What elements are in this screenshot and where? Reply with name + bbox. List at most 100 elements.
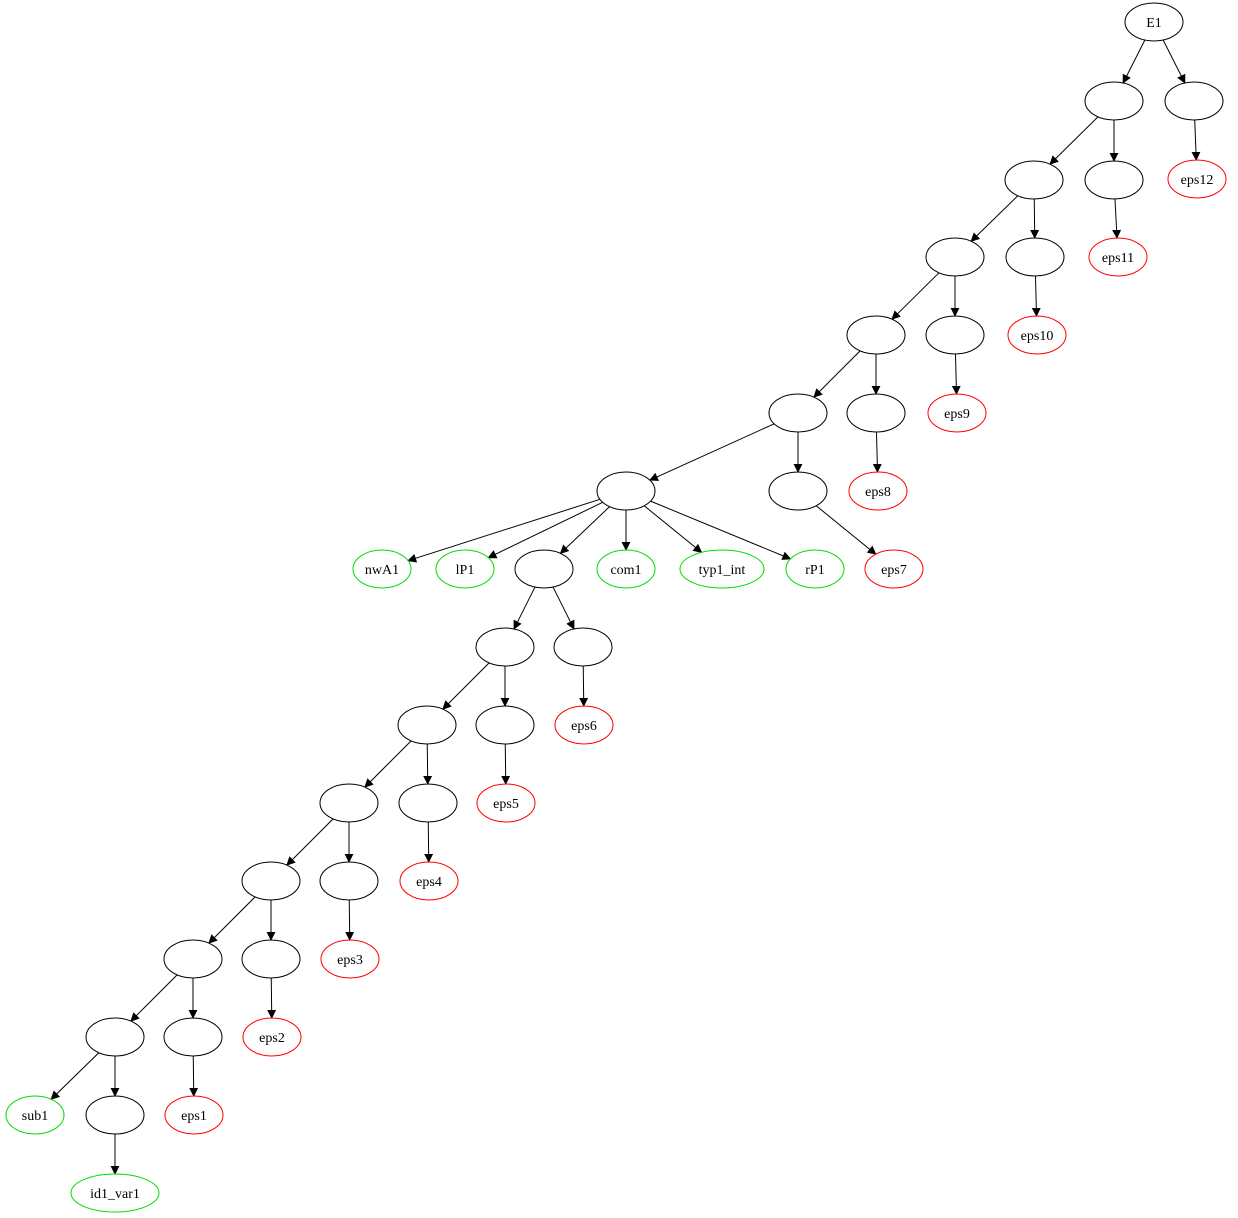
node-a6 <box>596 471 656 511</box>
node-ellipse <box>514 549 574 589</box>
node-c8 <box>85 1095 145 1135</box>
node-ellipse <box>848 471 908 511</box>
node-typ1_int: typ1_int <box>679 549 765 589</box>
node-ellipse <box>476 783 536 823</box>
node-ellipse <box>925 237 985 277</box>
node-sub1: sub1 <box>5 1095 65 1135</box>
edge-a2-b3 <box>1030 198 1040 239</box>
node-ellipse <box>352 549 412 589</box>
edge-b3-eps10 <box>1031 275 1041 317</box>
node-c2 <box>475 627 535 667</box>
node-eps12: eps12 <box>1167 159 1227 199</box>
edge-c1-c2 <box>513 586 536 630</box>
node-b2 <box>1084 160 1144 200</box>
node-c1 <box>514 549 574 589</box>
node-label: eps3 <box>337 953 363 968</box>
edge-d5-eps3 <box>345 899 355 941</box>
node-ellipse <box>163 939 223 979</box>
node-d4 <box>398 783 458 823</box>
node-ellipse <box>1004 160 1064 200</box>
node-ellipse <box>846 393 906 433</box>
edge-b1-eps12 <box>1191 119 1201 161</box>
node-ellipse <box>397 705 457 745</box>
edge-d7-eps1 <box>189 1055 199 1097</box>
node-ellipse <box>785 549 845 589</box>
node-b1 <box>1164 81 1224 121</box>
node-ellipse <box>596 549 656 589</box>
node-ellipse <box>475 705 535 745</box>
node-ellipse <box>1167 159 1227 199</box>
node-ellipse <box>1007 315 1067 355</box>
node-d3 <box>475 705 535 745</box>
node-d7 <box>163 1017 223 1057</box>
node-label: sub1 <box>22 1109 48 1124</box>
edge-d6-eps2 <box>267 977 277 1019</box>
node-ellipse <box>241 861 301 901</box>
node-a2 <box>1004 160 1064 200</box>
node-a5 <box>768 393 828 433</box>
node-ellipse <box>163 1017 223 1057</box>
node-b6 <box>768 471 828 511</box>
node-ellipse <box>435 549 495 589</box>
node-label: E1 <box>1146 16 1162 31</box>
edge-E1-a1 <box>1122 39 1146 84</box>
edge-b5-eps8 <box>872 431 882 473</box>
node-d2 <box>553 627 613 667</box>
node-label: eps1 <box>181 1109 207 1124</box>
node-ellipse <box>320 939 380 979</box>
edge-a6-c1 <box>559 506 610 554</box>
edge-a3-a4 <box>891 272 940 320</box>
node-c4 <box>319 783 379 823</box>
node-ellipse <box>242 1017 302 1057</box>
node-ellipse <box>768 393 828 433</box>
node-label: eps5 <box>493 797 519 812</box>
node-id1_var1: id1_var1 <box>70 1173 160 1213</box>
node-c5 <box>241 861 301 901</box>
node-ellipse <box>5 1095 65 1135</box>
node-com1: com1 <box>596 549 656 589</box>
edge-d2-eps6 <box>579 665 589 707</box>
node-label: com1 <box>610 563 641 578</box>
node-ellipse <box>1088 237 1148 277</box>
edge-c5-c6 <box>208 896 256 944</box>
node-a4 <box>846 315 906 355</box>
node-nwA1: nwA1 <box>352 549 412 589</box>
node-eps6: eps6 <box>554 705 614 745</box>
node-label: eps6 <box>571 719 597 734</box>
node-eps4: eps4 <box>399 861 459 901</box>
node-ellipse <box>554 705 614 745</box>
node-label: typ1_int <box>699 563 746 578</box>
edge-b4-eps9 <box>951 353 961 395</box>
node-label: eps4 <box>416 875 442 890</box>
node-label: id1_var1 <box>90 1187 140 1202</box>
node-ellipse <box>241 939 301 979</box>
node-eps11: eps11 <box>1088 237 1148 277</box>
edge-d3-eps5 <box>501 743 511 785</box>
node-ellipse <box>398 783 458 823</box>
edge-c3-c4 <box>364 740 412 788</box>
node-eps2: eps2 <box>242 1017 302 1057</box>
node-a3 <box>925 237 985 277</box>
node-d6 <box>241 939 301 979</box>
node-ellipse <box>475 627 535 667</box>
node-eps3: eps3 <box>320 939 380 979</box>
node-eps10: eps10 <box>1007 315 1067 355</box>
edge-c2-c3 <box>442 662 490 710</box>
node-ellipse <box>864 549 924 589</box>
node-b4 <box>925 315 985 355</box>
node-label: eps8 <box>865 485 891 500</box>
node-ellipse <box>679 549 765 589</box>
edge-a2-a3 <box>970 195 1019 242</box>
node-ellipse <box>553 627 613 667</box>
node-label: lP1 <box>456 563 475 578</box>
node-ellipse <box>925 315 985 355</box>
edge-a6-lP1 <box>487 501 603 559</box>
edge-c3-d4 <box>423 743 433 785</box>
node-c7 <box>85 1017 145 1057</box>
node-E1: E1 <box>1124 2 1184 42</box>
node-eps1: eps1 <box>164 1095 224 1135</box>
node-label: eps11 <box>1102 251 1134 266</box>
node-eps8: eps8 <box>848 471 908 511</box>
edge-E1-b1 <box>1162 39 1186 84</box>
